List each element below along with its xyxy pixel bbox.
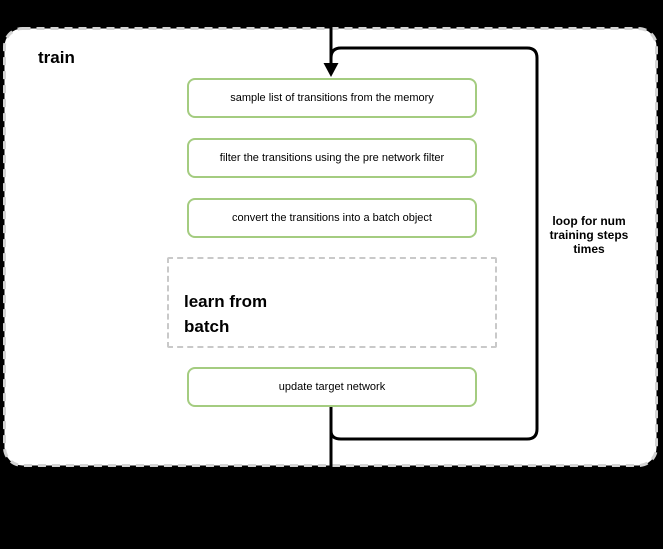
arrowhead-icon (323, 63, 339, 77)
loop-label: loop for num training steps times (549, 214, 629, 256)
step-sample-transitions: sample list of transitions from the memo… (187, 78, 477, 118)
train-title: train (38, 48, 75, 67)
step-convert-batch-label: convert the transitions into a batch obj… (232, 212, 432, 224)
step-sample-transitions-label: sample list of transitions from the memo… (230, 92, 434, 104)
step-update-target-network: update target network (187, 367, 477, 407)
step-filter-transitions-label: filter the transitions using the pre net… (219, 152, 445, 164)
step-update-target-network-label: update target network (278, 381, 386, 393)
learn-from-batch-label: learn from batch (184, 292, 268, 336)
step-filter-transitions: filter the transitions using the pre net… (187, 138, 477, 178)
learn-from-batch-box: learn from batch (167, 257, 497, 348)
step-convert-batch: convert the transitions into a batch obj… (187, 198, 477, 238)
